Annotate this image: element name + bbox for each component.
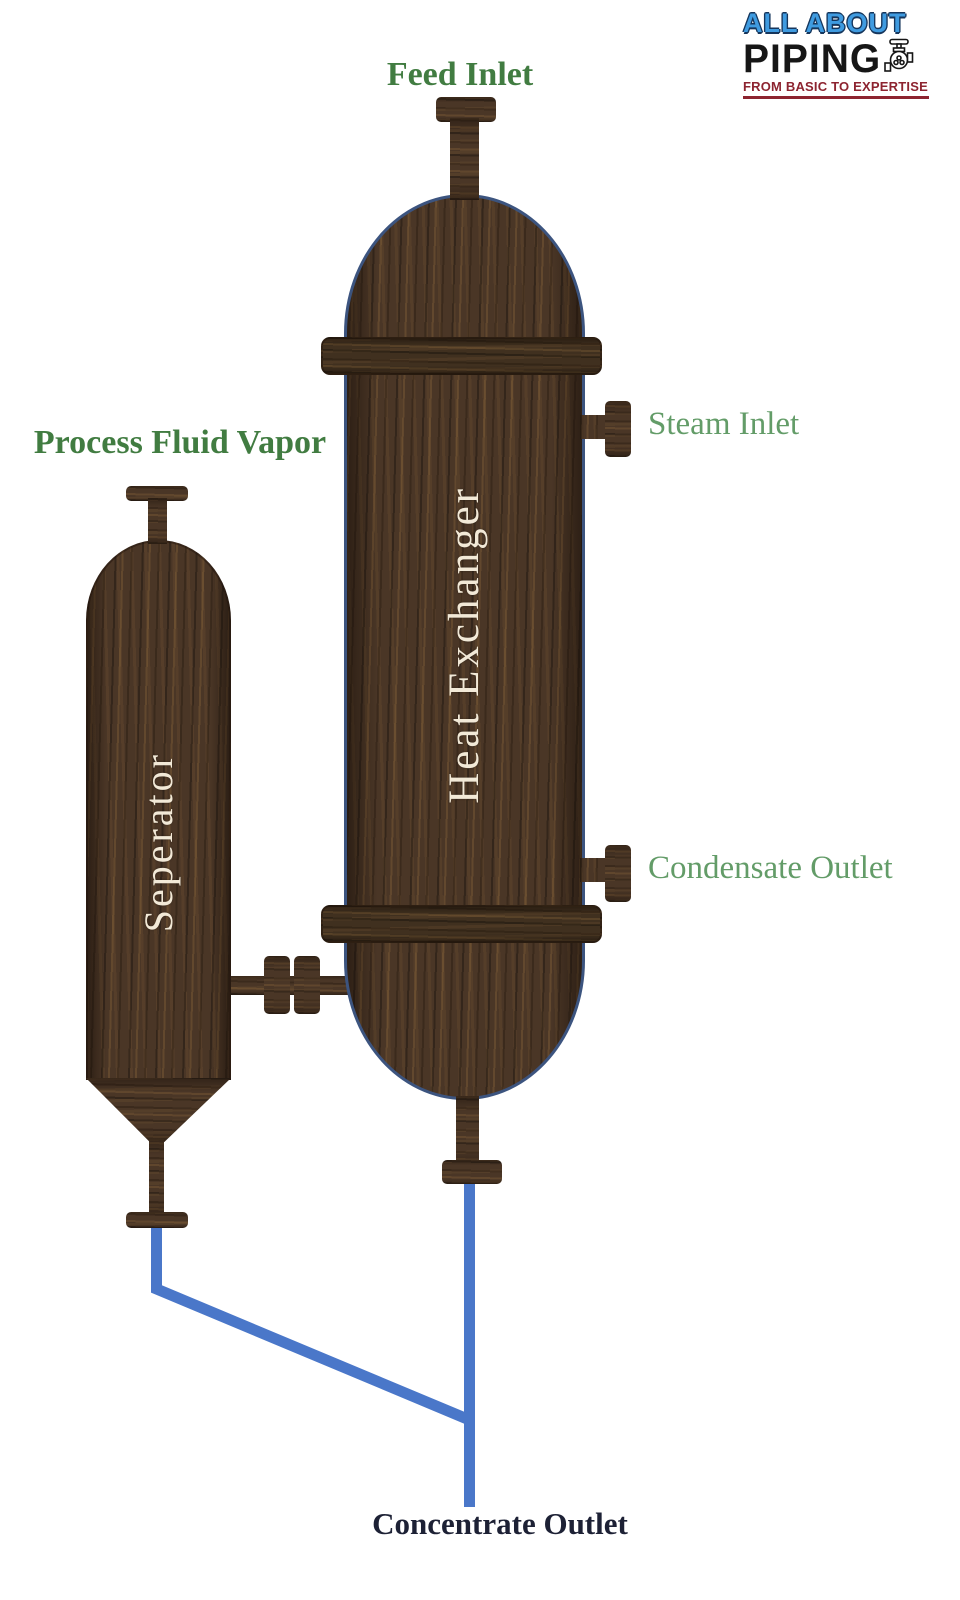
separator-bottom-flange — [126, 1212, 188, 1228]
heat-exchanger-lower-band — [321, 905, 602, 943]
vapor-nozzle-flange — [126, 486, 188, 501]
steam-inlet-nozzle-flange — [605, 401, 631, 457]
vapor-nozzle-stem — [148, 498, 167, 544]
valve-icon — [884, 38, 914, 77]
logo-line1: ALL ABOUT — [743, 8, 907, 38]
condensate-outlet-label: Condensate Outlet — [648, 850, 893, 886]
process-fluid-vapor-label: Process Fluid Vapor — [33, 424, 327, 461]
condensate-outlet-nozzle-flange — [605, 845, 631, 902]
logo-line2: PIPING — [743, 37, 882, 82]
exchanger-bottom-nozzle-stem — [456, 1096, 479, 1166]
separator-outlet-pipe — [151, 1220, 475, 1427]
concentrate-outlet-label: Concentrate Outlet — [372, 1506, 628, 1541]
logo-tagline: FROM BASIC TO EXPERTISE — [743, 79, 929, 100]
all-about-piping-logo: ALL ABOUT PIPING — [743, 8, 929, 100]
logo-line2-row: PIPING — [743, 37, 929, 82]
steam-inlet-label: Steam Inlet — [648, 406, 800, 442]
exchanger-bottom-nozzle-flange — [442, 1160, 502, 1184]
separator-vessel — [86, 540, 231, 1080]
feed-inlet-label: Feed Inlet — [386, 56, 534, 93]
heat-exchanger-vessel — [344, 194, 585, 1100]
separator-bottom-stem — [149, 1138, 164, 1216]
feed-inlet-nozzle-flange — [436, 97, 496, 122]
connector-flange-left — [264, 956, 290, 1014]
connector-flange-right — [294, 956, 320, 1014]
feed-inlet-nozzle-stem — [450, 118, 479, 200]
heat-exchanger-upper-band — [321, 337, 602, 375]
